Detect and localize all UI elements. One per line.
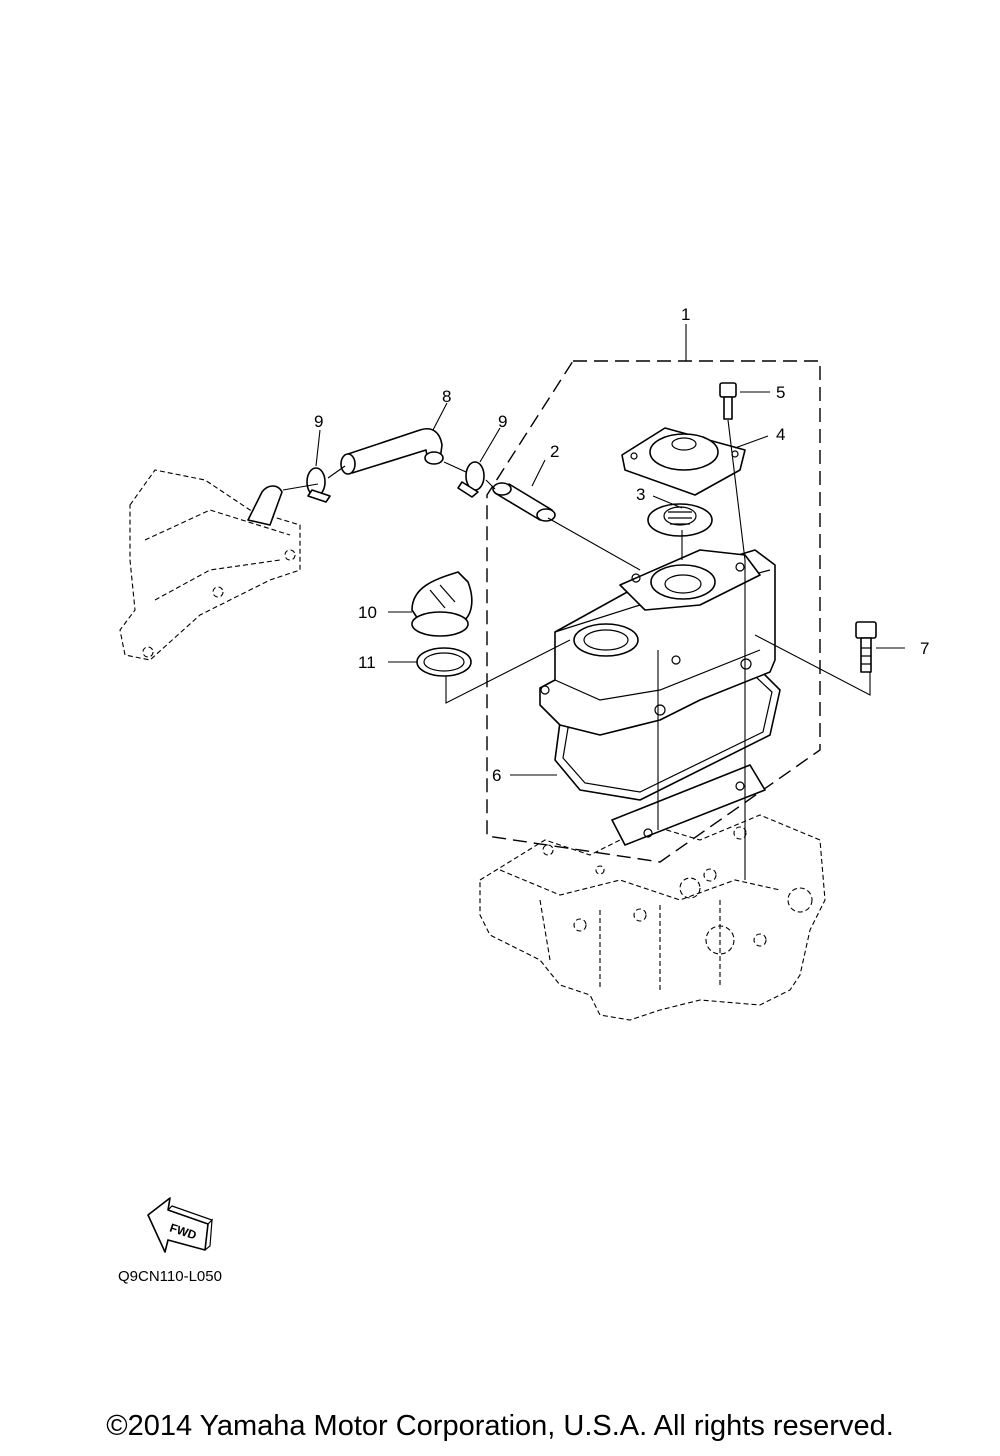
diagram-code: Q9CN110-L050 [118,1268,222,1285]
callout-7: 7 [920,639,929,658]
fwd-arrow-icon: FWD [147,1197,214,1253]
copyright-notice: ©2014 Yamaha Motor Corporation, U.S.A. A… [106,1410,894,1442]
callout-10: 10 [358,603,377,622]
breather-housing-ghost [119,469,301,661]
rocker-cover [539,549,776,736]
callout-3: 3 [636,485,645,504]
part-11-o-ring [416,647,472,677]
part-8-hose [340,428,444,475]
callout-5: 5 [776,383,785,402]
part-9-clamp-left [306,467,331,503]
callout-9-left: 9 [314,412,323,431]
baffle-plate [611,764,766,846]
part-3-breather-valve [647,503,713,537]
callout-4: 4 [776,425,785,444]
part-9-clamp-right [457,461,485,498]
part-7-bolt [855,621,877,673]
leader-lines [282,324,905,880]
part-4-cover-plate [621,427,746,496]
callout-6: 6 [492,766,501,785]
callout-2: 2 [550,442,559,461]
callout-11: 11 [358,653,376,672]
callout-8: 8 [442,387,451,406]
part-2-pipe [492,482,556,522]
callout-9-right: 9 [498,412,507,431]
part-10-filler-cap [411,571,473,637]
breather-elbow [247,485,283,526]
part-5-bolt [719,382,737,420]
callout-1: 1 [681,305,690,324]
assembly-boundary [486,360,821,863]
cylinder-head-ghost [479,814,826,1021]
